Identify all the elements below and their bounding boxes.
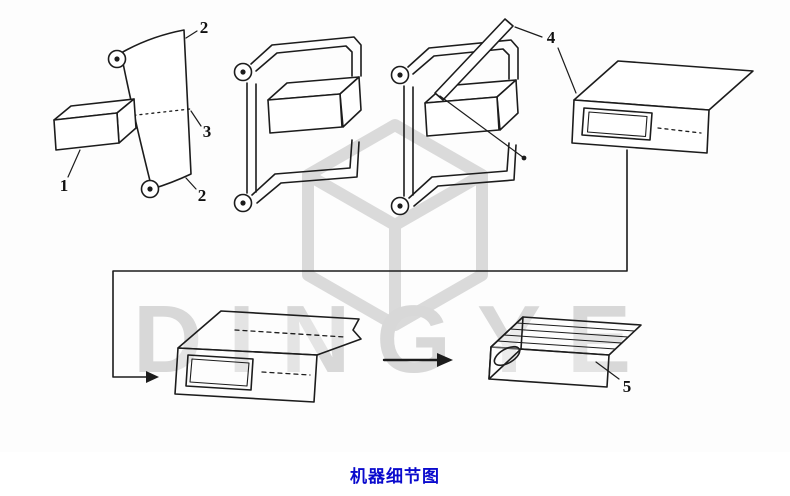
station-sealed-box — [571, 60, 754, 154]
label-part-2-bottom: 2 — [197, 186, 207, 205]
station-wrap-cut — [390, 18, 577, 216]
label-part-3: 3 — [202, 122, 212, 141]
station-output-sleeve — [174, 310, 362, 403]
station-finished-pack — [488, 316, 642, 388]
label-part-5: 5 — [622, 377, 632, 396]
label-part-4: 4 — [546, 28, 556, 47]
station-wrap-fold — [233, 36, 362, 213]
diagram-caption: 机器细节图 — [350, 466, 440, 486]
arrow-icon — [382, 353, 453, 367]
flow-line — [112, 149, 628, 383]
diagram-line-art — [53, 18, 754, 403]
label-part-1: 1 — [59, 176, 69, 195]
station-film-feed — [53, 29, 202, 199]
caption-bar: 机器细节图 — [0, 452, 790, 496]
label-part-2-top: 2 — [199, 18, 209, 37]
machine-detail-diagram: DINGYE — [53, 18, 754, 403]
